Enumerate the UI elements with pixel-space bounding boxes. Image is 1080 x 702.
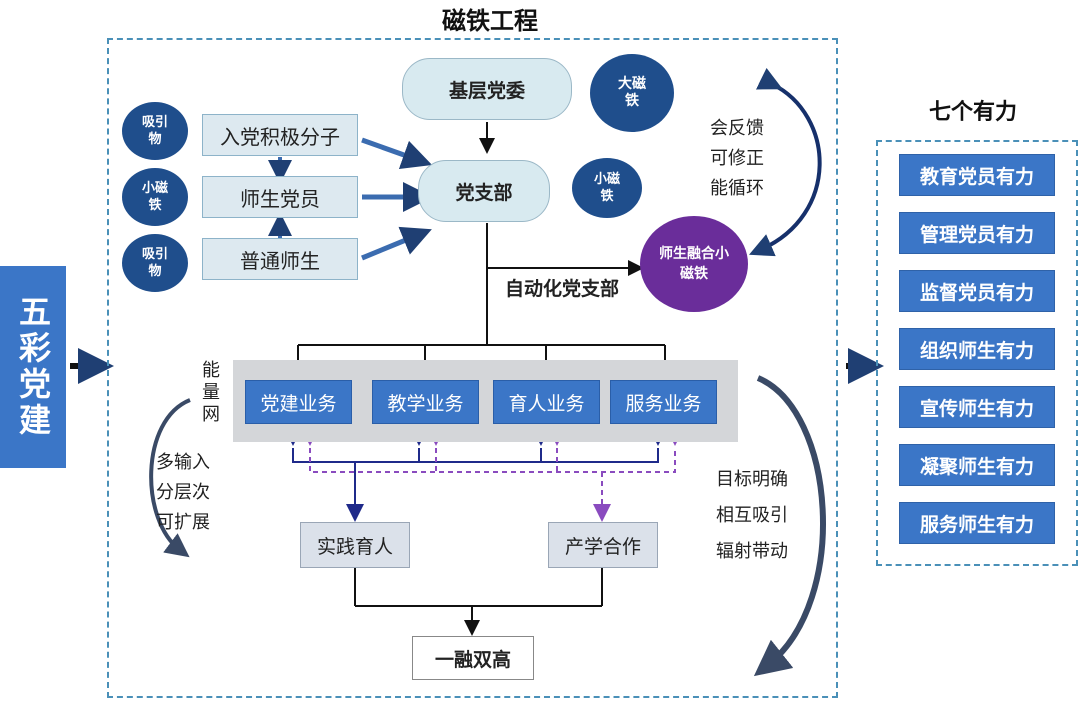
party-members-box: 师生党员 bbox=[202, 176, 358, 218]
party-branch-node: 党支部 bbox=[418, 160, 550, 222]
left-note-3: 可扩展 bbox=[156, 512, 210, 533]
big-magnet-circle: 大磁铁 bbox=[590, 54, 674, 132]
auto-branch-label: 自动化党支部 bbox=[504, 277, 619, 300]
big-magnet-label: 大磁铁 bbox=[618, 76, 646, 109]
business-service: 服务业务 bbox=[610, 380, 717, 424]
left-notes: 多输入 分层次 可扩展 bbox=[156, 448, 236, 538]
fusion-magnet-circle: 师生融合小磁铁 bbox=[640, 216, 748, 312]
row3-circle-label: 吸引物 bbox=[141, 247, 168, 279]
feedback-loop-arrow bbox=[749, 67, 822, 257]
right-notes: 目标明确 相互吸引 辐射带动 bbox=[716, 462, 816, 570]
arrow-public-to-branch bbox=[361, 226, 432, 261]
row1-circle: 吸引物 bbox=[122, 102, 188, 160]
right-note-1: 目标明确 bbox=[716, 469, 788, 490]
final-goal-box: 一融双高 bbox=[412, 636, 534, 680]
energy-net-label: 能量网 bbox=[202, 360, 220, 425]
row3-circle: 吸引物 bbox=[122, 234, 188, 292]
feedback-note-3: 能循环 bbox=[710, 178, 764, 199]
strength-item-5: 宣传师生有力 bbox=[899, 386, 1055, 428]
strength-item-6: 凝聚师生有力 bbox=[899, 444, 1055, 486]
strength-item-4: 组织师生有力 bbox=[899, 328, 1055, 370]
magnet-project-frame bbox=[107, 38, 838, 698]
right-note-2: 相互吸引 bbox=[716, 505, 788, 526]
merge-to-final-lines bbox=[354, 568, 603, 636]
strength-item-7: 服务师生有力 bbox=[899, 502, 1055, 544]
right-curve-arrow bbox=[753, 375, 826, 677]
right-note-3: 辐射带动 bbox=[716, 541, 788, 562]
left-note-2: 分层次 bbox=[156, 482, 210, 503]
energy-net-curve-arrow bbox=[149, 398, 191, 558]
arrow-activist-to-branch bbox=[361, 137, 433, 170]
left-note-1: 多输入 bbox=[156, 452, 210, 473]
seven-strengths-title: 七个有力 bbox=[928, 100, 1017, 125]
fusion-magnet-label: 师生融合小磁铁 bbox=[659, 246, 729, 282]
output-cooperation: 产学合作 bbox=[548, 522, 658, 568]
feedback-note-1: 会反馈 bbox=[710, 118, 764, 139]
small-magnet-label: 小磁铁 bbox=[593, 172, 620, 204]
activist-box: 入党积极分子 bbox=[202, 114, 358, 156]
strength-item-1: 教育党员有力 bbox=[899, 154, 1055, 196]
business-education: 育人业务 bbox=[493, 380, 600, 424]
row2-circle-label: 小磁铁 bbox=[141, 181, 168, 213]
strength-item-2: 管理党员有力 bbox=[899, 212, 1055, 254]
strength-item-3: 监督党员有力 bbox=[899, 270, 1055, 312]
five-color-party-label: 五彩党建 bbox=[0, 266, 66, 468]
grassroots-committee-node: 基层党委 bbox=[402, 58, 572, 120]
diagram-title: 磁铁工程 bbox=[442, 6, 538, 35]
feedback-notes: 会反馈 可修正 能循环 bbox=[710, 114, 790, 204]
feedback-note-2: 可修正 bbox=[710, 148, 764, 169]
small-magnet-circle: 小磁铁 bbox=[572, 158, 642, 218]
row2-circle: 小磁铁 bbox=[122, 168, 188, 226]
seven-strengths-frame bbox=[876, 140, 1078, 566]
business-party: 党建业务 bbox=[245, 380, 352, 424]
row1-circle-label: 吸引物 bbox=[141, 115, 168, 147]
business-teaching: 教学业务 bbox=[372, 380, 479, 424]
output-practice: 实践育人 bbox=[300, 522, 410, 568]
ordinary-people-box: 普通师生 bbox=[202, 238, 358, 280]
